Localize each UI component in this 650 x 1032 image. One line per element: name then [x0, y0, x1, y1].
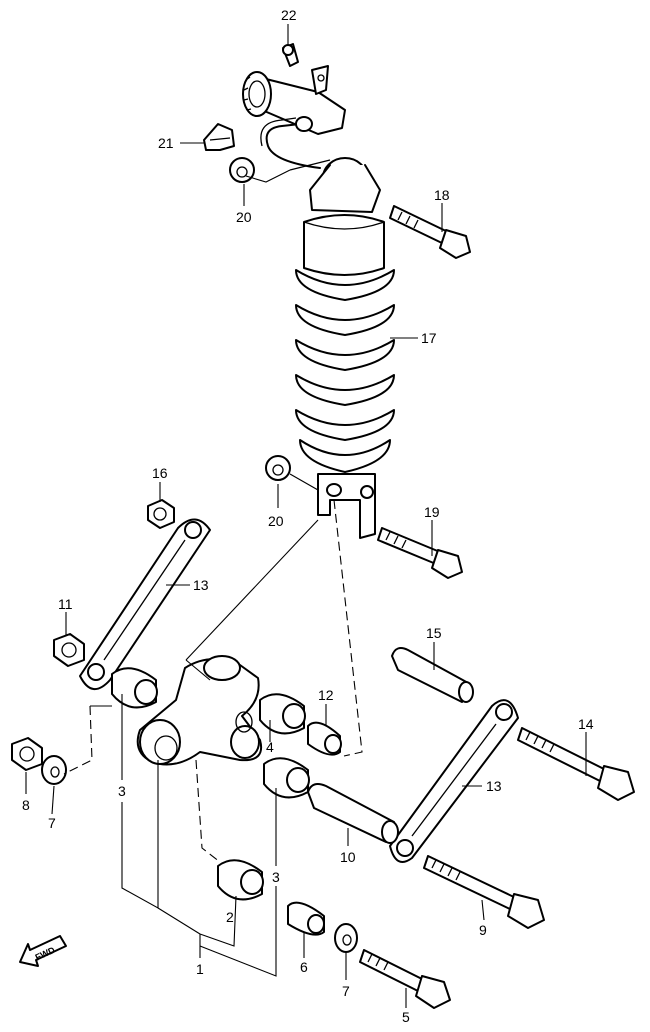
bolt-part-19 [377, 527, 463, 579]
bolt-part-22 [282, 43, 299, 67]
bolt-part-18 [389, 205, 471, 259]
callout-6: 6 [300, 959, 308, 975]
callout-1: 1 [196, 961, 204, 977]
callout-21: 21 [158, 135, 174, 151]
callout-19: 19 [424, 504, 440, 520]
callout-3-right: 3 [272, 869, 280, 885]
callout-4: 4 [266, 739, 274, 755]
bearing-part-2 [217, 859, 264, 901]
bolt-part-9 [423, 855, 545, 929]
nut-part-11 [53, 633, 85, 667]
bracket-part-21 [203, 123, 235, 151]
callout-16: 16 [152, 465, 168, 481]
callout-2: 2 [226, 909, 234, 925]
callout-13-upper: 13 [193, 577, 209, 593]
callout-22: 22 [281, 7, 297, 23]
washer-part-7-left [41, 755, 67, 785]
callout-labels: 22 21 20 18 17 16 20 19 13 11 15 12 14 4… [22, 7, 594, 1025]
washer-upper-part-20 [229, 157, 255, 183]
callout-12: 12 [318, 687, 334, 703]
callout-7-left: 7 [48, 815, 56, 831]
nut-part-8 [11, 737, 43, 771]
forward-arrow-icon: FWD [19, 935, 67, 967]
callout-8: 8 [22, 797, 30, 813]
washer-part-7-right [334, 923, 358, 953]
callout-18: 18 [434, 187, 450, 203]
washer-lower-part-20 [265, 455, 291, 481]
callout-9: 9 [479, 922, 487, 938]
callout-15: 15 [426, 625, 442, 641]
nut-part-16 [147, 499, 175, 529]
bolt-part-14 [517, 727, 635, 801]
callout-7-right: 7 [342, 983, 350, 999]
callout-5: 5 [402, 1009, 410, 1025]
callout-14: 14 [578, 716, 594, 732]
callout-11: 11 [58, 596, 73, 612]
callout-17: 17 [421, 330, 437, 346]
bearing-part-3-upper [111, 667, 158, 709]
tie-rod-lower-part-13 [389, 699, 519, 863]
callout-3-left: 3 [118, 783, 126, 799]
linkage-part-1 [136, 655, 262, 766]
callout-20-upper: 20 [236, 209, 252, 225]
callout-13-lower: 13 [486, 778, 502, 794]
bearing-part-3-lower [263, 757, 310, 799]
spacer-part-12 [307, 721, 342, 756]
bolt-part-5 [359, 949, 451, 1009]
leader-lines [25, 24, 587, 1008]
shaft-part-15 [391, 647, 474, 703]
bearing-part-4 [259, 693, 306, 735]
callout-10: 10 [340, 849, 356, 865]
callout-20-lower: 20 [268, 513, 284, 529]
spacer-part-6 [287, 901, 325, 936]
shock-absorber-part-17 [242, 65, 395, 539]
shaft-part-10 [307, 783, 399, 844]
tie-rod-upper-part-13 [79, 518, 211, 690]
assembly-dashed-lines [63, 159, 363, 863]
